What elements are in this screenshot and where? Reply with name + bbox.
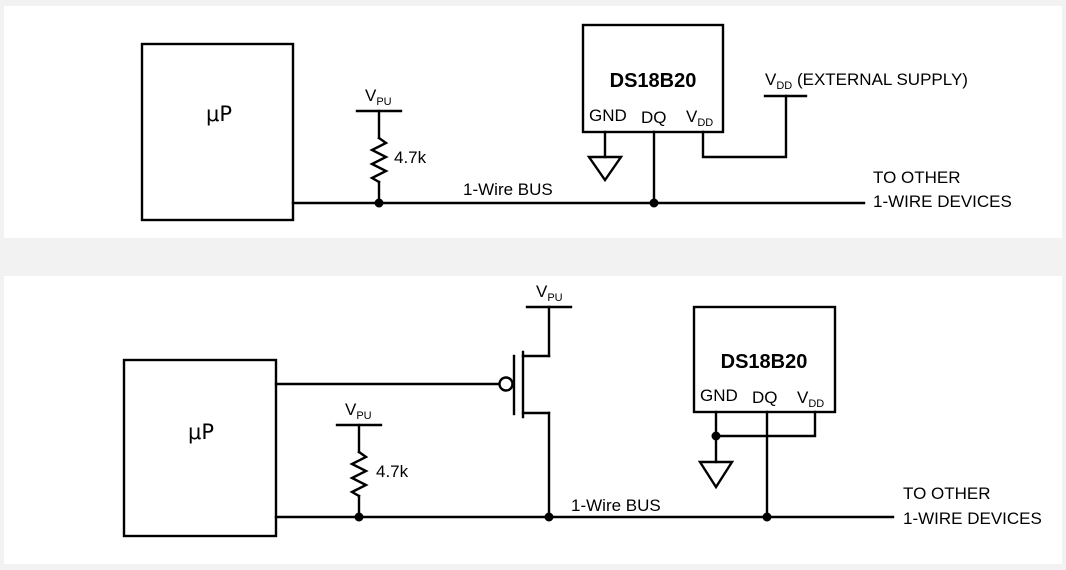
top-external-supply-label: VDD (EXTERNAL SUPPLY) bbox=[765, 70, 968, 92]
top-pin-dq-label: DQ bbox=[641, 108, 667, 127]
top-microprocessor-box bbox=[140, 42, 295, 222]
top-ground-symbol bbox=[586, 155, 624, 183]
bottom-to-other-line2: 1-WIRE DEVICES bbox=[903, 509, 1042, 528]
bottom-fet-vpu-label: VPU bbox=[536, 282, 563, 304]
bottom-drain-junction bbox=[544, 512, 554, 522]
bottom-ground-symbol bbox=[697, 460, 735, 490]
bottom-pin-vdd-label: VDD bbox=[797, 388, 824, 410]
top-resistor-junction bbox=[374, 198, 384, 208]
top-pin-gnd-label: GND bbox=[589, 106, 627, 125]
bottom-microprocessor-box bbox=[122, 358, 278, 538]
top-microprocessor-label: μP bbox=[206, 102, 232, 126]
top-to-other-line2: 1-WIRE DEVICES bbox=[873, 192, 1012, 211]
top-ds18b20-name: DS18B20 bbox=[610, 70, 697, 92]
top-ds18b20-box bbox=[581, 23, 725, 134]
bottom-to-other-line1: TO OTHER bbox=[903, 484, 991, 503]
top-resistor-zigzag bbox=[369, 136, 389, 184]
bottom-pin-gnd-label: GND bbox=[700, 386, 738, 405]
top-resistor-value: 4.7k bbox=[394, 148, 427, 167]
bottom-resistor-value: 4.7k bbox=[376, 462, 409, 481]
bottom-ds18b20-name: DS18B20 bbox=[721, 351, 808, 373]
bottom-circuit-panel: μP 1-Wire BUS VPU VPU 4.7k bbox=[4, 276, 1062, 564]
bottom-gnd-junction bbox=[711, 431, 721, 441]
bottom-dq-junction bbox=[762, 512, 772, 522]
top-pin-vdd-label: VDD bbox=[686, 107, 713, 129]
bottom-gate-bubble bbox=[498, 376, 514, 392]
bottom-resistor-zigzag bbox=[349, 450, 369, 498]
bottom-pullup-resistor: VPU 4.7k bbox=[335, 400, 409, 522]
bottom-vpu-label: VPU bbox=[345, 400, 372, 422]
top-circuit-panel: μP 1-Wire BUS VPU 4.7k DS18B20 GND DQ VD… bbox=[4, 6, 1062, 238]
top-vdd-lead bbox=[701, 94, 788, 159]
bottom-ds18b20-box bbox=[692, 305, 837, 414]
top-bus-label: 1-Wire BUS bbox=[463, 180, 553, 199]
top-dq-junction bbox=[649, 198, 659, 208]
bottom-vdd-tie-to-gnd bbox=[714, 410, 817, 438]
bottom-bus-label: 1-Wire BUS bbox=[571, 496, 661, 515]
top-ds18b20-sensor: DS18B20 GND DQ VDD bbox=[581, 23, 725, 134]
bottom-resistor-junction bbox=[354, 512, 364, 522]
top-to-other-line1: TO OTHER bbox=[873, 168, 961, 187]
top-vpu-label: VPU bbox=[365, 86, 392, 108]
bottom-pmos-transistor: VPU bbox=[498, 282, 573, 522]
top-pullup-resistor: VPU 4.7k bbox=[355, 86, 427, 208]
bottom-microprocessor-label: μP bbox=[188, 420, 214, 444]
bottom-ds18b20-sensor: DS18B20 GND DQ VDD bbox=[692, 305, 837, 414]
bottom-pin-dq-label: DQ bbox=[752, 388, 778, 407]
